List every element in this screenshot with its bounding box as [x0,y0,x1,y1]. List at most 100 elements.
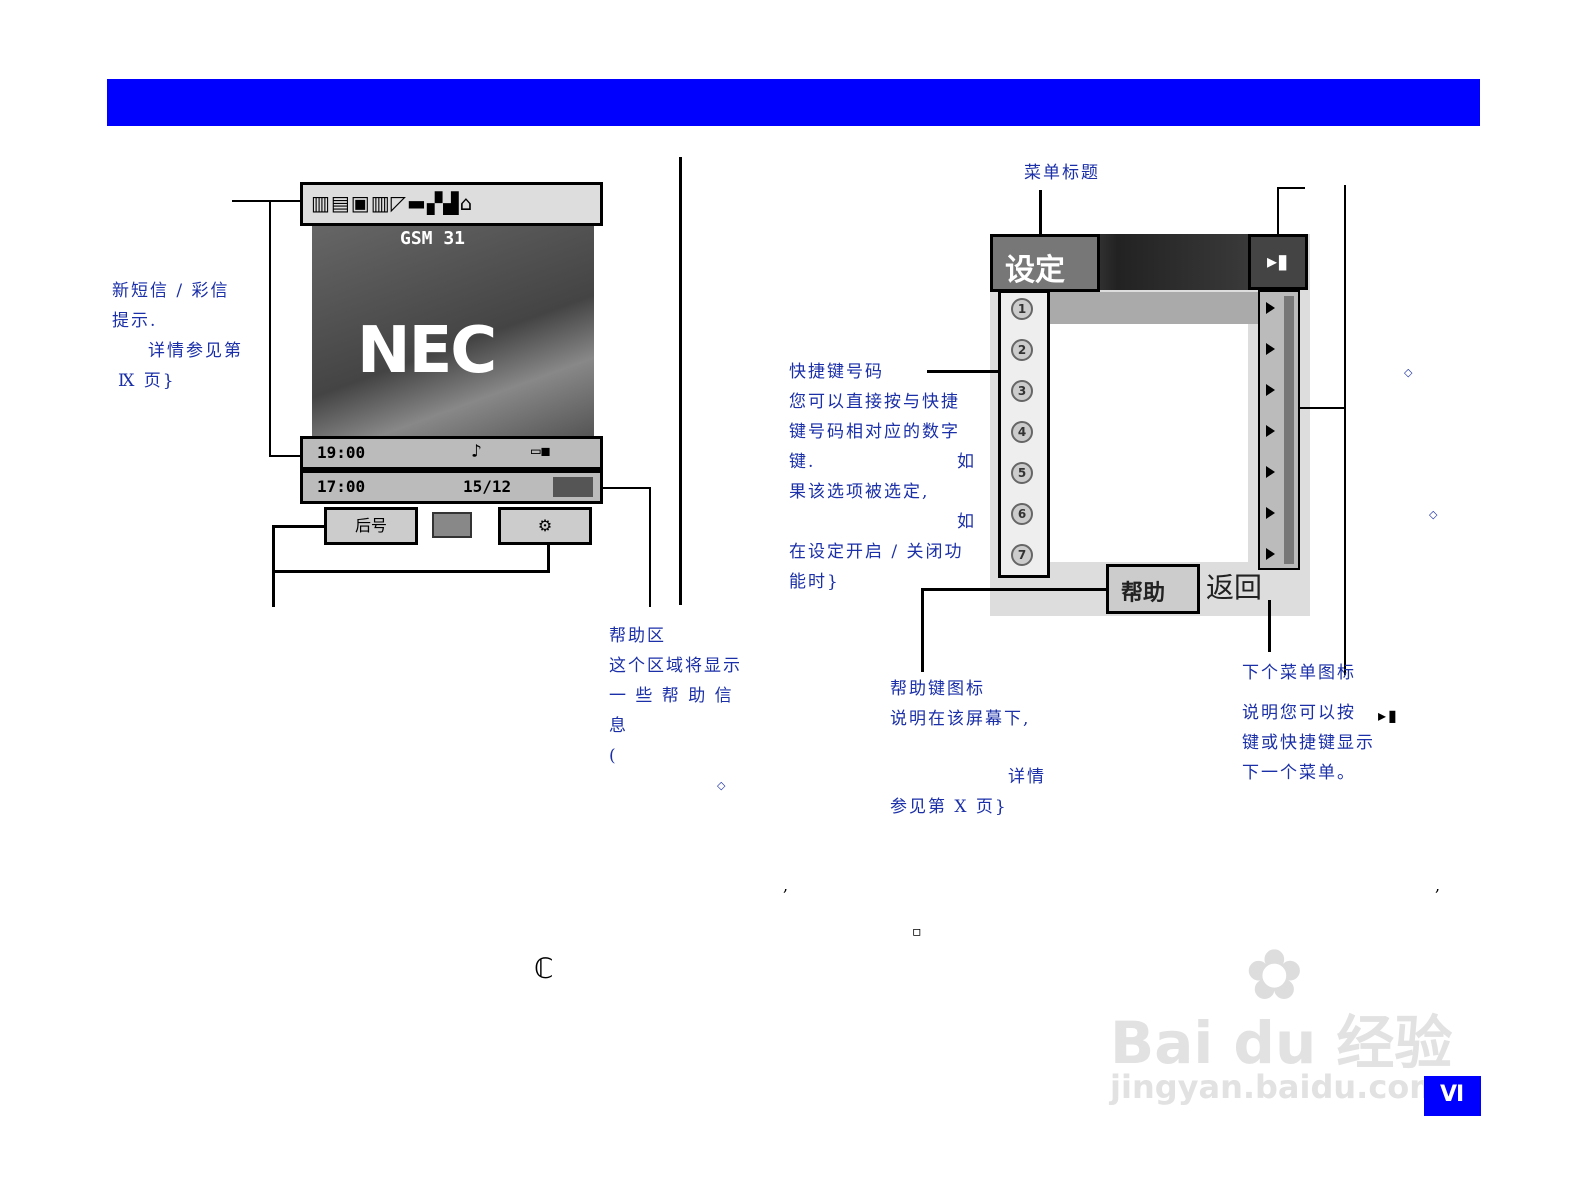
callout-line [921,588,1107,591]
help-softkey[interactable]: 帮助 [1106,564,1200,614]
callout-text: 新短信 / 彩信 [112,281,230,301]
next-menu-callout: 下个菜单图标 说明您可以按 ▸▮ 键或快捷键显示 下一个菜单。 [1242,658,1412,788]
shortcut-callout: 快捷键号码 您可以直接按与快捷 键号码相对应的数字 键. 如 果该选项被选定, … [789,357,989,597]
callout-text: 在设定开启 / 关闭功 [789,542,964,562]
copyright-mark: ℂ [534,952,554,985]
callout-line [927,370,1001,373]
clock-bar-2: 17:00 15/12 [300,470,603,504]
softkey-right[interactable]: ⚙ [498,507,592,545]
callout-line [921,588,924,672]
shortcut-number-7[interactable]: 7 [1011,544,1033,566]
callout-title: 帮助键图标 [890,679,985,699]
callout-line [603,487,651,489]
callout-line [272,525,326,528]
comma-mark: , [1435,876,1441,895]
brand-logo: NEC [357,314,497,388]
callout-text: 参见第 X 页} [890,797,1008,817]
arrow-right-icon [1266,384,1275,396]
clock-bar-1: 19:00 ♪ ▭◼ [300,436,603,470]
callout-text: 说明在该屏幕下, [890,709,1031,729]
callout-text-row: 键. 如 [789,447,989,477]
diamond-mark: ◇ [1429,508,1440,521]
callout-text: 详情 [1008,767,1046,787]
callout-text: 键. [789,452,816,472]
wallpaper: GSM 31 NEC [312,226,594,436]
page-number-box: Ⅵ [1424,1076,1481,1116]
callout-line [1300,407,1345,409]
softkey-center-icon[interactable] [432,512,472,538]
callout-text: Ⅸ 页} [118,371,176,391]
callout-text: 您可以直接按与快捷 [789,392,960,412]
arrow-right-icon [1266,302,1275,314]
help-softkey-label: 帮助 [1121,581,1166,606]
callout-line [269,200,271,456]
callout-line [269,455,301,457]
callout-line [272,525,275,607]
back-softkey-label: 返回 [1206,571,1263,604]
diamond-mark: ◇ [717,779,728,792]
callout-spacer [890,734,1090,762]
comma-mark: , [783,876,789,895]
shortcut-number-6[interactable]: 6 [1011,503,1033,525]
next-menu-icon[interactable]: ▸▮ [1248,234,1308,290]
phone-screenshot: ▥▤▣▥◸▬▞▟⌂ GSM 31 NEC 19:00 ♪ ▭◼ 17:00 15… [300,182,603,547]
shortcut-number-1[interactable]: 1 [1011,298,1033,320]
square-mark: ▫ [912,924,922,940]
shortcut-number-4[interactable]: 4 [1011,421,1033,443]
shortcut-number-5[interactable]: 5 [1011,462,1033,484]
callout-text: ( [609,746,618,766]
callout-title: 快捷键号码 [789,362,884,382]
menu-title-text: 设定 [1005,253,1065,288]
help-icon-callout: 帮助键图标 说明在该屏幕下, 详情 参见第 X 页} [890,674,1090,822]
help-area-icon [553,477,593,497]
network-name: GSM 31 [400,228,466,249]
next-icon-glyph: ▸▮ [1267,249,1289,273]
scrollbar-track [1284,296,1294,564]
paw-icon: ✿ [1245,934,1304,1016]
signal-icons: ▥▤▣▥◸▬▞▟⌂ [311,191,474,215]
page-number: Ⅵ [1440,1082,1465,1107]
status-bar: ▥▤▣▥◸▬▞▟⌂ [300,182,603,226]
shortcut-number-list: 1 2 3 4 5 6 7 [1011,294,1037,574]
callout-line [547,545,550,572]
callout-text: 键号码相对应的数字 [789,422,960,442]
time-1: 19:00 [317,443,366,462]
callout-line [1277,187,1305,189]
callout-text-row: 说明您可以按 ▸▮ [1242,698,1412,728]
help-area-callout: 帮助区 这个区域将显示 一 些 帮 助 信 息 ( ◇ [609,621,759,801]
callout-text: 下一个菜单。 [1242,763,1356,783]
arrow-right-icon [1266,466,1275,478]
callout-line [269,200,301,202]
date: 15/12 [463,477,512,496]
alarm-icon: ♪ [471,441,482,462]
menu-highlight [1048,292,1258,324]
battery-icon: ▭◼ [531,441,551,460]
baidu-watermark: ✿ Bai du 经验 jingyan.baidu.com [1110,940,1470,1120]
arrow-right-icon [1266,507,1275,519]
callout-line [1039,190,1042,238]
callout-line [1344,185,1346,675]
callout-title: 帮助区 [609,626,666,646]
callout-text: 提示. [112,311,158,331]
time-2: 17:00 [317,477,366,496]
callout-text: 键或快捷键显示 [1242,733,1375,753]
diamond-mark: ◇ [1404,366,1415,379]
arrow-right-icon [1266,343,1275,355]
callout-line [649,487,651,607]
callout-title: 下个菜单图标 [1242,663,1356,683]
watermark-brand: Bai du 经验 [1110,1009,1453,1077]
back-softkey[interactable]: 返回 [1202,564,1296,604]
callout-text: 这个区域将显示 [609,656,742,676]
callout-text: 说明您可以按 [1242,703,1356,723]
callout-line [232,200,270,202]
softkey-left[interactable]: 后号 [324,507,418,545]
shortcut-number-3[interactable]: 3 [1011,380,1033,402]
menu-title: 设定 [990,234,1100,292]
callout-text: 能时} [789,572,840,592]
callout-line [272,570,550,573]
menu-content [1048,292,1248,562]
callout-text: 一 些 帮 助 信 息 [609,686,734,736]
header-bar [107,79,1480,126]
shortcut-number-2[interactable]: 2 [1011,339,1033,361]
callout-text: 果该选项被选定, [789,482,930,502]
